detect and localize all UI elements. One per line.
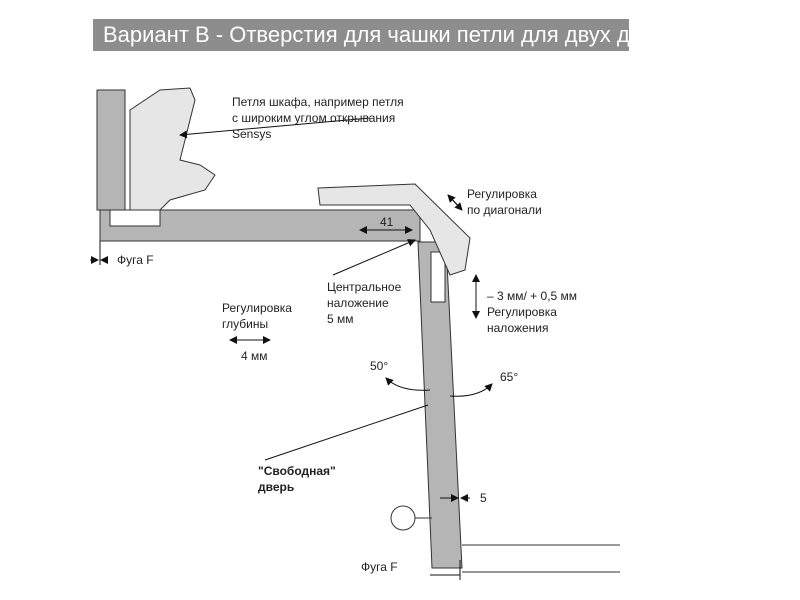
central-leader bbox=[332, 239, 416, 276]
overlay-label-line: Регулировка bbox=[487, 305, 557, 319]
angle-65-label: 65° bbox=[500, 370, 519, 384]
diag-label: Регулировка по диагонали bbox=[467, 186, 542, 218]
hinge-leader bbox=[179, 117, 371, 139]
diag-label-line: Регулировка bbox=[467, 187, 537, 201]
cabinet-door-panel bbox=[99, 209, 421, 242]
central-label-line: 5 мм bbox=[327, 312, 354, 326]
hinge-arm bbox=[317, 183, 471, 276]
angle-65-arrow bbox=[449, 383, 493, 397]
hinge-label: Петля шкафа, например петля с широким уг… bbox=[232, 94, 404, 142]
hinge-label-line: с широким углом открывания bbox=[232, 111, 396, 125]
door-leader bbox=[264, 404, 429, 461]
cup-hole bbox=[109, 209, 161, 227]
angle-50-label: 50° bbox=[370, 359, 389, 373]
hinge-label-line: Sensys bbox=[232, 127, 272, 141]
central-label: Центральное наложение 5 мм bbox=[327, 279, 401, 327]
free-door-label-line: дверь bbox=[258, 480, 295, 494]
gap-bottom-label: Фуга F bbox=[361, 560, 398, 574]
overlay-label-line: – 3 мм/ + 0,5 мм bbox=[487, 289, 578, 303]
door-cup-hole bbox=[430, 251, 446, 303]
depth-label-line: глубины bbox=[222, 317, 269, 331]
door-knob bbox=[390, 505, 416, 531]
gap-top-label: Фуга F bbox=[117, 253, 154, 267]
overlay-label-line: наложения bbox=[487, 321, 549, 335]
hinge-label-line: Петля шкафа, например петля bbox=[232, 95, 404, 109]
free-door-label-line: "Свободная" bbox=[258, 464, 336, 478]
free-door-label: "Свободная" дверь bbox=[258, 463, 336, 495]
depth-value: 4 мм bbox=[241, 349, 268, 363]
diag-label-line: по диагонали bbox=[467, 203, 542, 217]
overlay-label: – 3 мм/ + 0,5 мм Регулировка наложения bbox=[487, 288, 577, 336]
diag-arrow bbox=[447, 194, 463, 211]
dim-5-label: 5 bbox=[480, 491, 487, 505]
dim-41-label: 41 bbox=[380, 215, 394, 229]
angle-50-arrow bbox=[385, 377, 431, 391]
cabinet-side-panel bbox=[96, 89, 126, 211]
page-title: Вариант B - Отверстия для чашки петли дл… bbox=[93, 19, 690, 51]
central-label-line: наложение bbox=[327, 296, 389, 310]
depth-label: Регулировка глубины bbox=[222, 300, 292, 332]
sensys-hinge bbox=[129, 87, 216, 211]
central-label-line: Центральное bbox=[327, 280, 402, 294]
depth-label-line: Регулировка bbox=[222, 301, 292, 315]
